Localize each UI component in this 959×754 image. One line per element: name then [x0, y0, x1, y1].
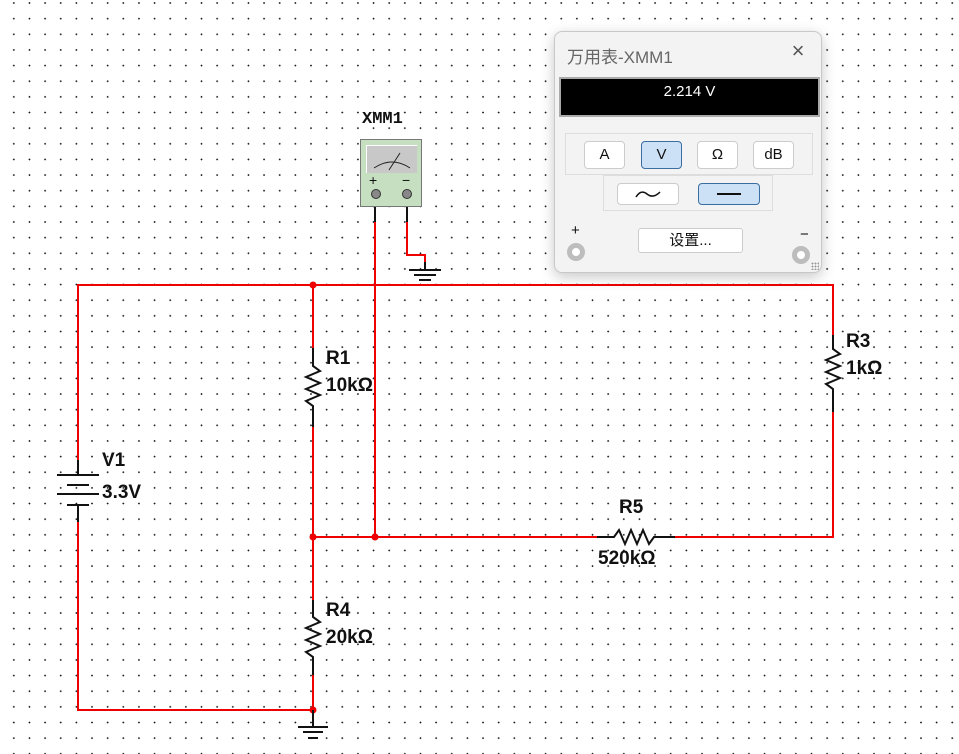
mode-button-db[interactable]: dB — [753, 141, 794, 169]
xmm1-label: XMM1 — [362, 110, 403, 129]
battery-v1-symbol[interactable] — [57, 460, 99, 522]
meter-face — [366, 145, 417, 173]
junction-dot — [309, 281, 317, 289]
settings-button[interactable]: 设置... — [638, 228, 743, 253]
mode-button-ohms[interactable]: Ω — [697, 141, 738, 169]
r5-label: R5 — [619, 497, 644, 518]
v1-value: 3.3V — [102, 482, 142, 503]
junction-dot — [371, 533, 379, 541]
multimeter-icon[interactable]: + − — [360, 139, 422, 207]
multimeter-window[interactable]: 万用表-XMM1 × 2.214 V A V Ω dB + − 设置... — [554, 31, 822, 273]
r4-value: 20kΩ — [326, 627, 373, 648]
reading-display: 2.214 V — [559, 77, 820, 117]
resistor-r1-symbol[interactable] — [303, 348, 323, 427]
dc-button[interactable] — [698, 183, 760, 205]
meter-minus-sign: − — [402, 172, 411, 188]
plus-terminal[interactable] — [567, 243, 585, 261]
resistor-r4-symbol[interactable] — [303, 600, 323, 675]
mode-button-amps[interactable]: A — [584, 141, 625, 169]
r3-label: R3 — [846, 331, 871, 352]
resize-grip[interactable] — [811, 262, 819, 270]
junction-dot — [309, 533, 317, 541]
ac-wave-icon — [635, 191, 661, 198]
mode-button-volts[interactable]: V — [641, 141, 682, 169]
signal-group — [603, 175, 773, 211]
resistor-r3-symbol[interactable] — [823, 335, 843, 412]
meter-minus-terminal[interactable] — [402, 189, 412, 199]
minus-terminal[interactable] — [792, 246, 810, 264]
r5-value: 520kΩ — [598, 548, 656, 569]
ground-icon — [298, 710, 328, 739]
mode-group: A V Ω dB — [565, 133, 813, 175]
meter-plus-terminal[interactable] — [371, 189, 381, 199]
r4-label: R4 — [326, 600, 351, 621]
v1-label: V1 — [102, 450, 126, 471]
plus-sign: + — [571, 222, 580, 239]
r3-value: 1kΩ — [846, 358, 883, 379]
wire-top[interactable] — [77, 284, 834, 463]
minus-sign: − — [800, 226, 809, 243]
close-icon[interactable]: × — [791, 38, 805, 63]
r1-label: R1 — [326, 348, 351, 369]
resistor-r5-symbol[interactable] — [597, 527, 675, 547]
window-title: 万用表-XMM1 — [567, 48, 673, 67]
dc-line-icon — [717, 193, 741, 195]
wire-bottom[interactable] — [77, 520, 313, 711]
wire-r5-r3[interactable] — [675, 412, 834, 538]
meter-plus-sign: + — [369, 172, 378, 188]
wire-meter-minus[interactable] — [406, 222, 426, 262]
ac-button[interactable] — [617, 183, 679, 205]
r1-value: 10kΩ — [326, 375, 373, 396]
ground-icon — [409, 262, 441, 281]
